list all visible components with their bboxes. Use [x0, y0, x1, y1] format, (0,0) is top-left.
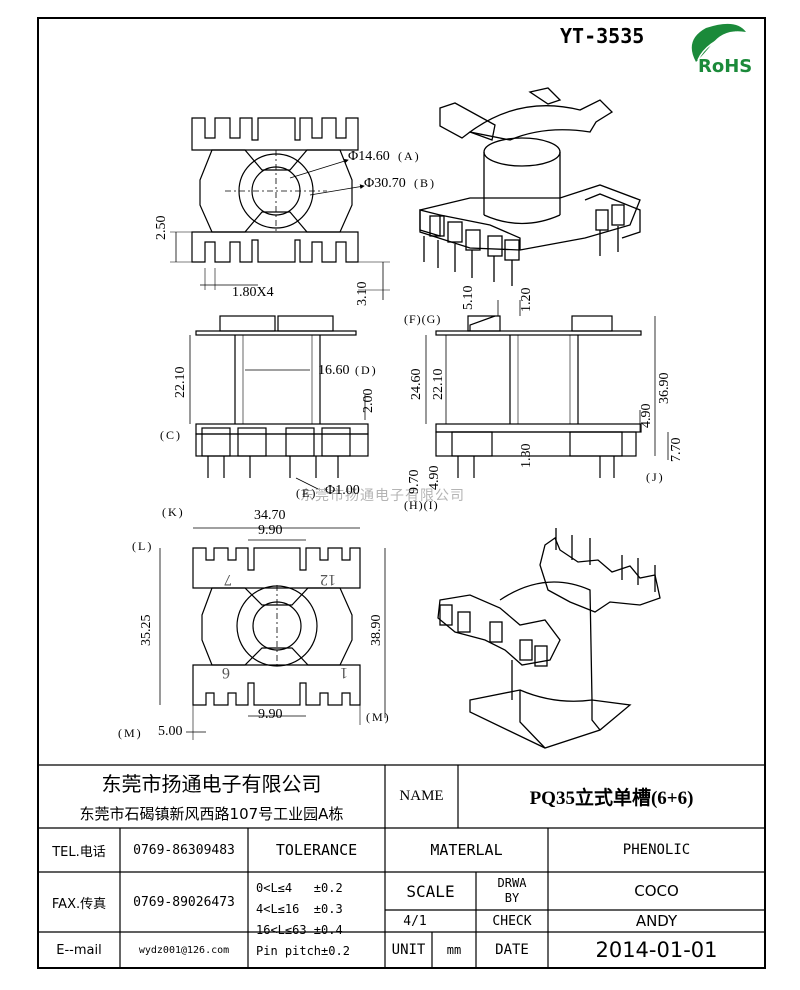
isometric-view-bottom — [437, 528, 661, 749]
top-view — [170, 117, 390, 300]
drwa-label-line: DRWA — [497, 876, 527, 890]
tag-b: (B) — [414, 176, 436, 190]
isometric-view-top — [419, 87, 641, 286]
rohs-logo: RoHS — [676, 22, 764, 80]
material-value: PHENOLIC — [622, 842, 691, 858]
tag-j: (J) — [646, 470, 665, 484]
dim-4-90: 4.90 — [639, 403, 654, 429]
tag-hi: (H)(I) — [404, 498, 439, 512]
title-block-grid — [38, 764, 765, 968]
dim-22-10-right: 22.10 — [431, 368, 446, 401]
dim-34-70: 34.70 — [254, 508, 286, 523]
name-value: PQ35立式单槽(6+6) — [529, 788, 694, 809]
dim-35-25: 35.25 — [139, 614, 154, 647]
dim-d-b: Φ30.70 — [364, 176, 406, 191]
tag-k: (K) — [162, 505, 185, 519]
sheet-border — [37, 17, 766, 969]
drwa-label: DRWA BY — [476, 872, 548, 910]
tag-a: (A) — [398, 149, 421, 163]
company-address: 东莞市石碣镇新风西路107号工业园A栋 — [79, 805, 344, 823]
rohs-text: RoHS — [698, 56, 753, 77]
pin-label-6: 6 — [222, 664, 230, 681]
tel-value: 0769-86309483 — [133, 842, 235, 858]
fax-value: 0769-89026473 — [133, 894, 235, 910]
dim-3-10: 3.10 — [355, 281, 370, 307]
dim-1-30: 1.30 — [519, 443, 534, 469]
dim-16-60: 16.60 — [318, 363, 350, 378]
dim-5-00: 5.00 — [158, 724, 183, 739]
dim-4-90b: 4.90 — [427, 465, 442, 491]
tolerance-line: 4<L≤16 ±0.3 — [256, 902, 343, 916]
tag-m-right: (M) — [366, 710, 391, 724]
tolerance-line: 0<L≤4 ±0.2 — [256, 881, 343, 895]
name-label: NAME — [399, 788, 444, 804]
date-value: 2014-01-01 — [595, 938, 718, 962]
dim-5-10: 5.10 — [461, 285, 476, 311]
tolerance-line: 16<L≤63 ±0.4 — [256, 923, 343, 937]
dim-24-60: 24.60 — [409, 368, 424, 401]
dim-22-10-left: 22.10 — [173, 366, 188, 399]
email-value: wydz001@126.com — [138, 944, 230, 956]
scale-value: 4/1 — [403, 913, 427, 929]
material-label: MATERLAL — [430, 841, 503, 859]
company-name: 东莞市扬通电子有限公司 — [101, 771, 322, 796]
email-label: E--mail — [56, 942, 102, 958]
tag-c: (C) — [160, 428, 182, 442]
drwa-label-line: BY — [504, 891, 520, 905]
unit-label: UNIT — [391, 942, 426, 958]
dim-1-80x4: 1.80X4 — [232, 285, 274, 300]
dim-1-20: 1.20 — [519, 287, 534, 313]
dim-d-a: Φ14.60 — [348, 149, 390, 164]
scale-label: SCALE — [406, 881, 455, 901]
pin-label-1: 1 — [340, 664, 348, 681]
tag-fg: (F)(G) — [404, 312, 442, 326]
pin-label-12: 12 — [320, 571, 336, 588]
part-number: YT-3535 — [560, 24, 645, 48]
check-value: ANDY — [635, 912, 678, 930]
dim-7-70: 7.70 — [669, 437, 684, 463]
dim-9-90-top: 9.90 — [258, 523, 283, 538]
tag-m-left: (M) — [118, 726, 143, 740]
tolerance-table: 0<L≤4 ±0.2 4<L≤16 ±0.3 16<L≤63 ±0.4 Pin … — [256, 878, 384, 962]
check-label: CHECK — [492, 913, 532, 929]
tag-e: (E) — [296, 486, 318, 500]
dim-9-70: 9.70 — [407, 469, 422, 495]
unit-value: mm — [446, 943, 462, 957]
dim-pin-phi: Φ1.00 — [325, 483, 360, 498]
dim-2-50: 2.50 — [154, 215, 169, 241]
fax-label: FAX.传真 — [51, 896, 107, 912]
dim-38-90: 38.90 — [369, 614, 384, 647]
drwa-value: COCO — [634, 882, 679, 900]
tolerance-label: TOLERANCE — [275, 841, 358, 859]
leaf-icon — [691, 23, 746, 62]
dim-2-00: 2.00 — [361, 388, 376, 414]
pin-label-7: 7 — [224, 571, 232, 588]
tolerance-line: Pin pitch±0.2 — [256, 944, 350, 958]
bottom-view — [159, 527, 386, 740]
dim-9-90-bottom: 9.90 — [258, 707, 283, 722]
watermark: 东莞市扬通电子有限公司 — [300, 488, 465, 504]
tag-d: (D) — [355, 363, 378, 377]
front-view — [189, 315, 369, 491]
date-label: DATE — [495, 942, 529, 958]
dim-36-90: 36.90 — [657, 372, 672, 405]
tag-l: (L) — [132, 539, 154, 553]
side-view — [425, 300, 669, 478]
tel-label: TEL.电话 — [52, 844, 106, 860]
